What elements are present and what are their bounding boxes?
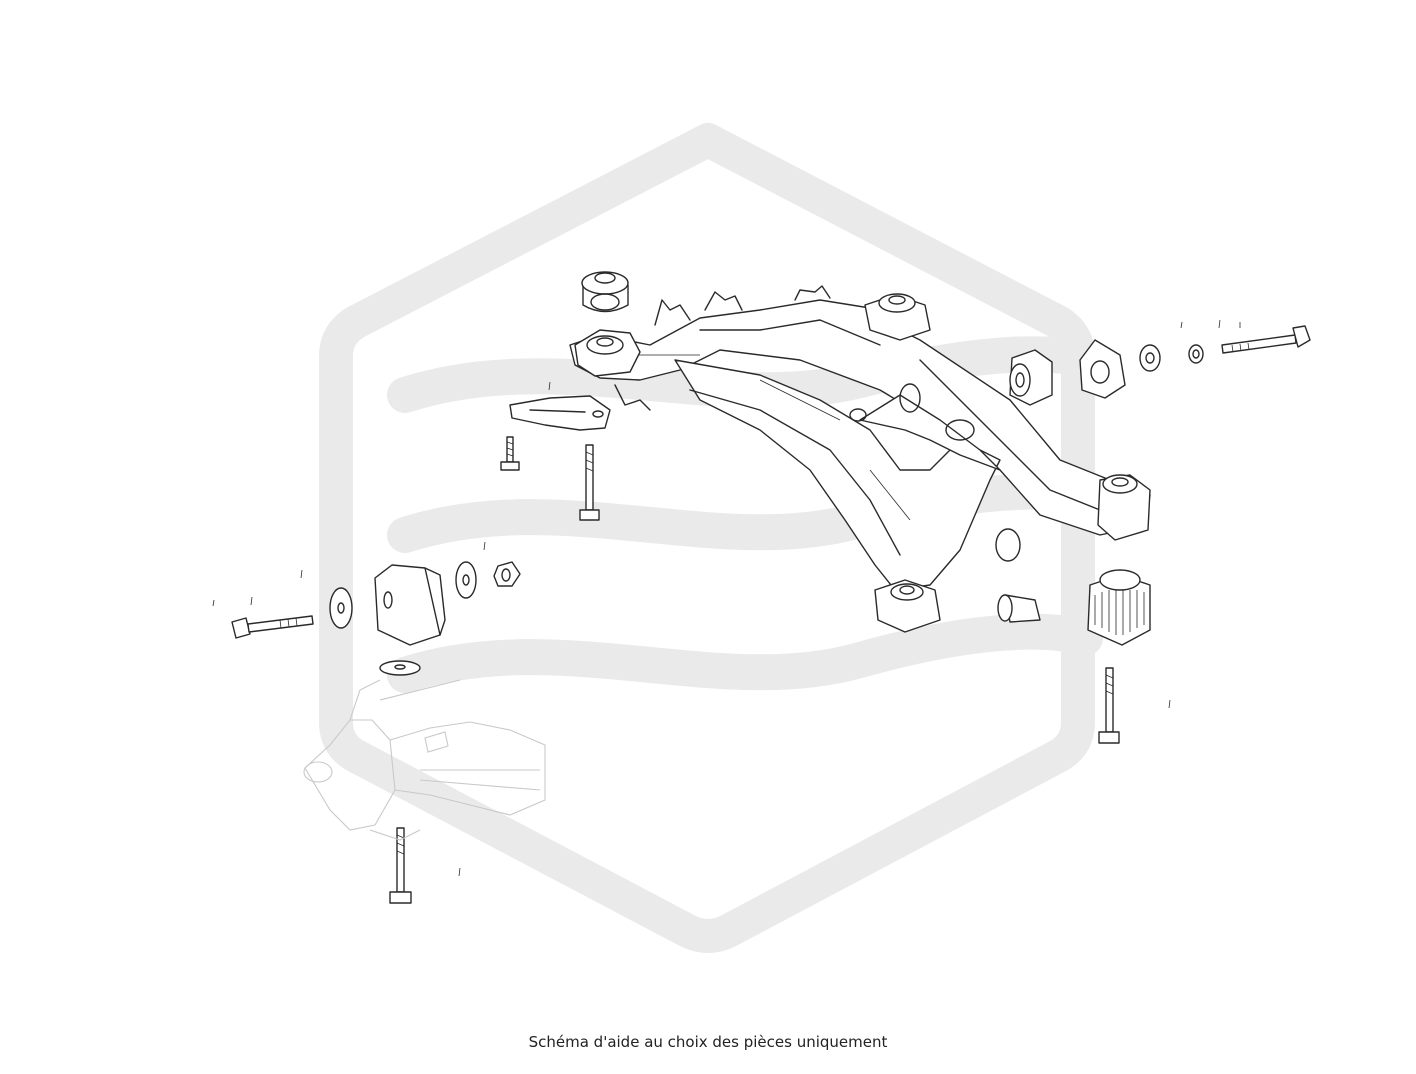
washer-left-2 [455, 561, 477, 599]
bolt-right [1221, 325, 1311, 354]
stud-bolt-3 [1098, 667, 1120, 744]
bushing-cylinder-right [997, 594, 1041, 623]
hydro-bushing-right [1087, 569, 1151, 646]
engine-mount-left [374, 564, 446, 646]
callout-ticks [212, 319, 1241, 877]
washer-right-1 [1139, 344, 1161, 372]
washer-right-2 [1188, 344, 1204, 364]
bushing-right-upper [1009, 349, 1053, 406]
stud-bolt-2 [579, 444, 600, 521]
watermark-logo [319, 123, 1103, 953]
stud-bolt-4 [389, 827, 412, 904]
stud-bolt-1 [500, 436, 520, 471]
washer-left-1 [329, 587, 353, 629]
nut-left [493, 561, 521, 587]
bracket-plate [509, 395, 611, 431]
bolt-left [231, 615, 314, 639]
subframe [569, 285, 1151, 633]
ghost-hub-assembly [303, 679, 546, 841]
diagram-caption: Schéma d'aide au choix des pièces unique… [528, 1033, 888, 1051]
washer-left-3 [379, 660, 421, 676]
mount-bracket-right [1079, 339, 1126, 399]
bushing-top-left [581, 271, 629, 313]
